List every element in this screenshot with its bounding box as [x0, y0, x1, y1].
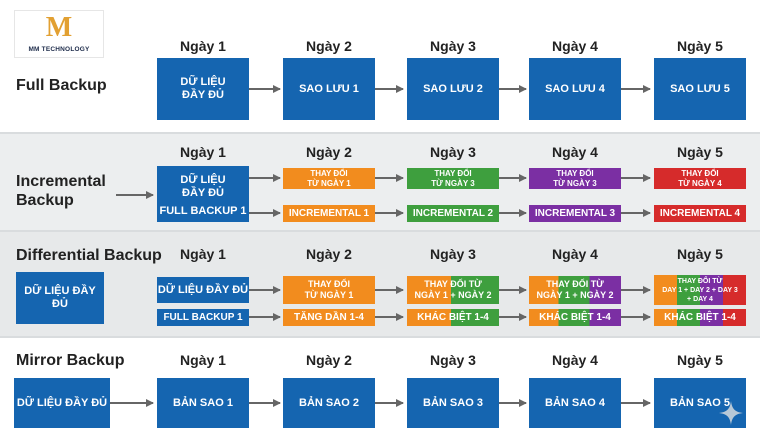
inc-day-1: Ngày 1	[180, 144, 226, 160]
mirror-day-5: Ngày 5	[677, 352, 723, 368]
full-day-2: Ngày 2	[306, 38, 352, 54]
divider	[0, 132, 760, 134]
mirror-backup-label: Mirror Backup	[16, 352, 125, 369]
sparkle-icon	[719, 401, 743, 425]
inc-day-4: Ngày 4	[552, 144, 598, 160]
inc-day-3: Ngày 3	[430, 144, 476, 160]
full-day-3: Ngày 3	[430, 38, 476, 54]
diff-full-backup-box: FULL BACKUP 1	[157, 309, 249, 326]
inc-day-5: Ngày 5	[677, 144, 723, 160]
full-backup-box-5: SAO LƯU 5	[654, 58, 746, 120]
full-backup-box-1: SAO LƯU 1	[283, 58, 375, 120]
diff-day-3: Ngày 3	[430, 246, 476, 262]
diff-step-box-4: KHÁC BIỆT 1-4	[654, 309, 746, 326]
mirror-backup-band	[0, 338, 760, 430]
full-data-box: DỮ LIỆU ĐẦY ĐỦ	[157, 58, 249, 120]
full-backup-box-2: SAO LƯU 2	[407, 58, 499, 120]
full-day-5: Ngày 5	[677, 38, 723, 54]
inc-change-box-1: THAY ĐỔI TỪ NGÀY 1	[283, 168, 375, 189]
company-logo: M MM TECHNOLOGY	[14, 10, 104, 58]
full-backup-label: Full Backup	[16, 77, 107, 94]
inc-full-backup-text: FULL BACKUP 1	[159, 205, 247, 217]
mirror-source-box: DỮ LIỆU ĐẦY ĐỦ	[14, 378, 110, 428]
diff-change-box-2: THAY ĐỔI TỪ NGÀY 1 + NGÀY 2	[407, 276, 499, 304]
inc-change-box-4: THAY ĐỔI TỪ NGÀY 4	[654, 168, 746, 189]
mirror-copy-box-2: BẢN SAO 2	[283, 378, 375, 428]
diff-step-box-2: KHÁC BIỆT 1-4	[407, 309, 499, 326]
inc-source-box: DỮ LIỆU ĐẦY ĐỦ FULL BACKUP 1	[157, 166, 249, 222]
logo-mark: M	[45, 12, 73, 43]
inc-source-text: DỮ LIỆU ĐẦY ĐỦ	[180, 174, 226, 199]
diff-change-box-3: THAY ĐỔI TỪ NGÀY 1 + NGÀY 2	[529, 276, 621, 304]
divider	[0, 230, 760, 232]
full-backup-box-4: SAO LƯU 4	[529, 58, 621, 120]
diff-day-5: Ngày 5	[677, 246, 723, 262]
differential-backup-band	[0, 232, 760, 336]
full-day-4: Ngày 4	[552, 38, 598, 54]
diff-day-2: Ngày 2	[306, 246, 352, 262]
mirror-copy-box-1: BẢN SAO 1	[157, 378, 249, 428]
inc-step-box-2: INCREMENTAL 2	[407, 205, 499, 222]
diff-step-box-1: TĂNG DẦN 1-4	[283, 309, 375, 326]
diff-source-box: DỮ LIỆU ĐẦY ĐỦ	[16, 272, 104, 324]
diff-step-box-3: KHÁC BIỆT 1-4	[529, 309, 621, 326]
mirror-day-1: Ngày 1	[180, 352, 226, 368]
mirror-day-3: Ngày 3	[430, 352, 476, 368]
inc-day-2: Ngày 2	[306, 144, 352, 160]
inc-step-box-4: INCREMENTAL 4	[654, 205, 746, 222]
logo-text: MM TECHNOLOGY	[28, 46, 90, 53]
diff-day-4: Ngày 4	[552, 246, 598, 262]
inc-change-box-3: THAY ĐỔI TỪ NGÀY 3	[529, 168, 621, 189]
inc-step-box-1: INCREMENTAL 1	[283, 205, 375, 222]
divider	[0, 336, 760, 338]
inc-step-box-3: INCREMENTAL 3	[529, 205, 621, 222]
mirror-copy-box-3: BẢN SAO 3	[407, 378, 499, 428]
full-day-1: Ngày 1	[180, 38, 226, 54]
diff-day-1: Ngày 1	[180, 246, 226, 262]
mirror-day-4: Ngày 4	[552, 352, 598, 368]
diff-full-data-box: DỮ LIỆU ĐẦY ĐỦ	[157, 277, 249, 303]
diff-change-box-4: THAY ĐỔI TỪ DAY 1 + DAY 2 + DAY 3 + DAY …	[654, 275, 746, 305]
mirror-copy-box-4: BẢN SAO 4	[529, 378, 621, 428]
mirror-day-2: Ngày 2	[306, 352, 352, 368]
inc-change-box-2: THAY ĐỔI TỪ NGÀY 3	[407, 168, 499, 189]
full-backup-band	[0, 0, 760, 132]
incremental-backup-label: Incremental Backup	[16, 173, 106, 209]
differential-backup-label: Differential Backup	[16, 247, 162, 264]
diff-change-box-1: THAY ĐỔI TỪ NGÀY 1	[283, 276, 375, 304]
